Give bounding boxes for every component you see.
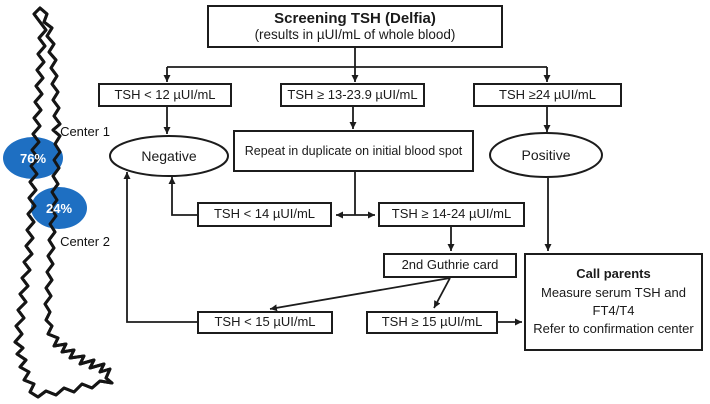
arrow-guthrie-to-second-high bbox=[433, 277, 451, 309]
second-high-box: TSH ≥ 15 µUI/mL bbox=[366, 311, 498, 334]
center1-label: Center 1 bbox=[60, 123, 110, 139]
center2-bubble bbox=[31, 187, 87, 229]
guthrie-box: 2nd Guthrie card bbox=[383, 253, 517, 278]
flow-connectors bbox=[123, 48, 552, 326]
negative-ellipse bbox=[109, 135, 229, 177]
call-parents-box: Call parents Measure serum TSH and FT4/T… bbox=[524, 253, 703, 351]
negative-label: Negative bbox=[141, 148, 197, 164]
branch-mid-box: TSH ≥ 13-23.9 µUI/mL bbox=[280, 83, 425, 107]
positive-label: Positive bbox=[521, 147, 571, 163]
call-parents-line2: Refer to confirmation center bbox=[533, 321, 694, 337]
call-parents-line1: Measure serum TSH and FT4/T4 bbox=[541, 284, 686, 318]
branch-high-box: TSH ≥24 µUI/mL bbox=[473, 83, 622, 107]
second-low-box: TSH < 15 µUI/mL bbox=[197, 311, 333, 334]
center1-percentage: 76% bbox=[19, 150, 47, 166]
recheck-high-box: TSH ≥ 14-24 µUI/mL bbox=[378, 202, 525, 227]
screening-title-box: Screening TSH (Delfia) (results in µUI/m… bbox=[207, 5, 503, 48]
call-parents-title: Call parents bbox=[576, 266, 651, 282]
recheck-low-box: TSH < 14 µUI/mL bbox=[197, 202, 332, 227]
screening-title: Screening TSH (Delfia) bbox=[274, 10, 436, 28]
center2-percentage: 24% bbox=[45, 200, 73, 216]
branch-low-box: TSH < 12 µUI/mL bbox=[98, 83, 232, 107]
center2-label: Center 2 bbox=[60, 233, 110, 249]
center1-bubble bbox=[3, 137, 63, 179]
arrow-second-low-to-negative bbox=[123, 172, 197, 323]
positive-ellipse bbox=[489, 132, 603, 178]
repeat-box: Repeat in duplicate on initial blood spo… bbox=[233, 130, 474, 172]
arrow-guthrie-to-second-low bbox=[269, 277, 451, 312]
screening-subtitle: (results in µUI/mL of whole blood) bbox=[254, 27, 456, 43]
arrow-recheck-low-to-negative bbox=[168, 177, 197, 216]
